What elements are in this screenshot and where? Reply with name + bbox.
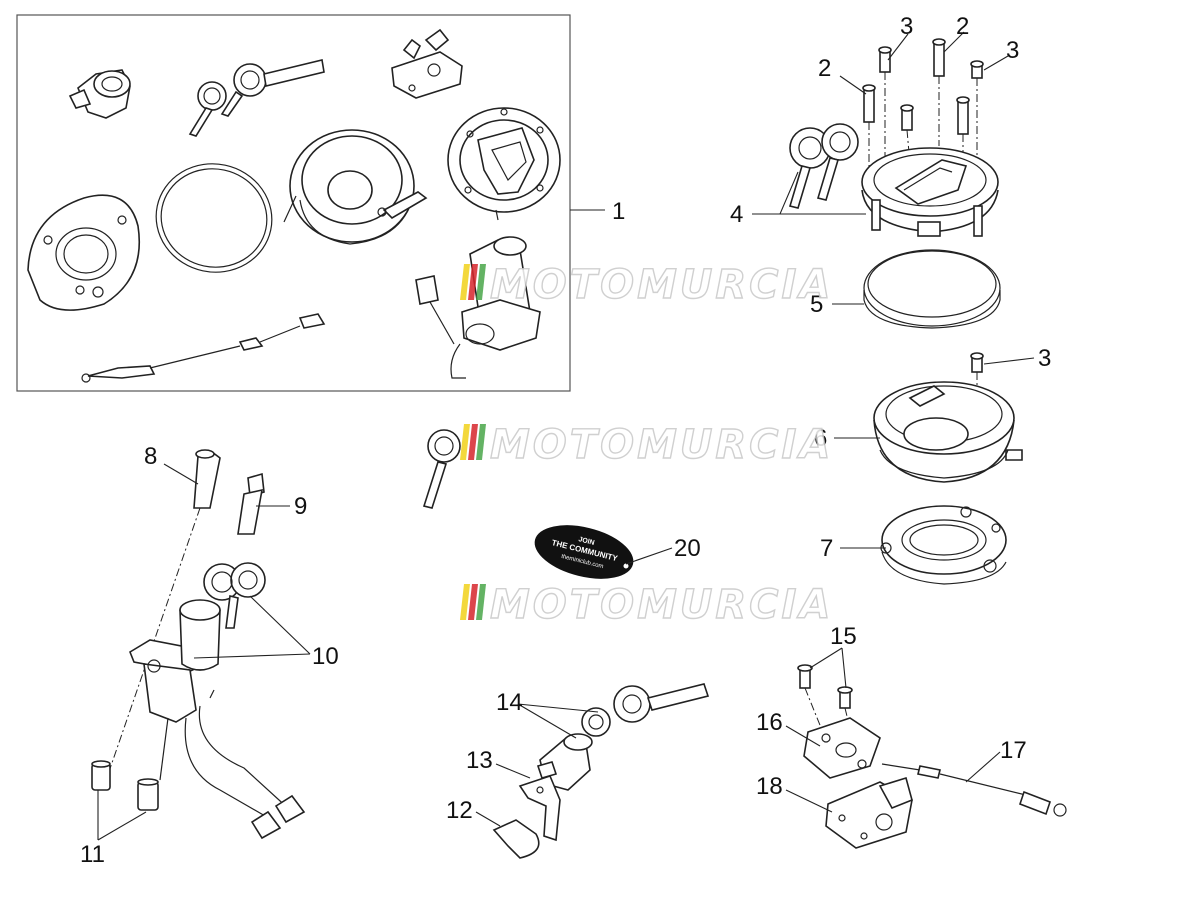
callout-6: 6 <box>814 425 827 452</box>
callout-4: 4 <box>730 201 743 228</box>
flange-icon <box>880 505 1007 585</box>
callout-5: 5 <box>810 291 823 318</box>
keyfob: JOIN THE COMMUNITY theminiclub.com <box>534 525 634 579</box>
callout-2a: 2 <box>818 55 831 82</box>
leader-lines <box>97 31 1035 841</box>
kit-keys-icon <box>188 59 325 137</box>
callout-20: 20 <box>674 535 701 562</box>
callout-11: 11 <box>80 841 105 868</box>
kit-fuel-cap-icon <box>447 107 561 221</box>
kit-lock-cylinder-icon <box>68 69 131 119</box>
latch-cable-icon <box>881 763 1067 817</box>
watermark-1: MOTOMURCIA <box>460 261 833 309</box>
callout-3b: 3 <box>1006 37 1019 64</box>
callout-9: 9 <box>294 493 307 520</box>
callout-17: 17 <box>1000 737 1027 764</box>
callout-14: 14 <box>496 689 523 716</box>
screw-icon <box>862 38 984 135</box>
kit-ignition-switch-icon <box>415 236 541 379</box>
kit-cable-icon <box>81 313 326 383</box>
connector-icon <box>91 760 159 811</box>
callout-16: 16 <box>756 709 783 736</box>
center-key-icon <box>422 429 461 509</box>
bracket-icon <box>518 775 561 842</box>
kit-seat-latch-icon <box>391 28 463 99</box>
watermark-text-1: MOTOMURCIA <box>490 262 833 308</box>
callout-3a: 3 <box>900 13 913 40</box>
keyfob-line1: JOIN <box>578 536 596 547</box>
callout-18: 18 <box>756 773 783 800</box>
callout-10: 10 <box>312 643 339 670</box>
callout-15: 15 <box>830 623 857 650</box>
callout-1: 1 <box>612 198 625 225</box>
watermark-text-2: MOTOMURCIA <box>490 422 833 468</box>
callout-labels: 1 2 3 2 3 4 5 3 6 7 8 9 10 11 20 14 13 1… <box>80 13 1051 868</box>
callout-7: 7 <box>820 535 833 562</box>
kit-seal-ring-icon <box>155 163 273 273</box>
watermark-2: MOTOMURCIA <box>460 421 833 469</box>
callout-12: 12 <box>446 797 473 824</box>
latch-plate-icon <box>803 717 881 779</box>
seal-ring-icon <box>863 249 1001 329</box>
seat-latch-icon <box>825 776 913 849</box>
callout-2b: 2 <box>956 13 969 40</box>
watermark-3: MOTOMURCIA <box>460 581 833 629</box>
bolt-icon <box>237 472 265 535</box>
seat-lock-icon <box>536 683 710 791</box>
kit-frame <box>16 14 605 392</box>
callout-13: 13 <box>466 747 493 774</box>
ignition-switch-icon <box>129 562 306 840</box>
callout-3c: 3 <box>1038 345 1051 372</box>
watermark-text-3: MOTOMURCIA <box>490 582 833 628</box>
clip-icon <box>492 819 540 859</box>
fuel-cap-icon <box>861 147 999 237</box>
key-icon <box>788 123 859 209</box>
kit-flange-plate-icon <box>27 194 140 311</box>
kit-filler-housing-icon <box>283 129 428 245</box>
filler-housing-icon <box>873 381 1023 483</box>
callout-8: 8 <box>144 443 157 470</box>
